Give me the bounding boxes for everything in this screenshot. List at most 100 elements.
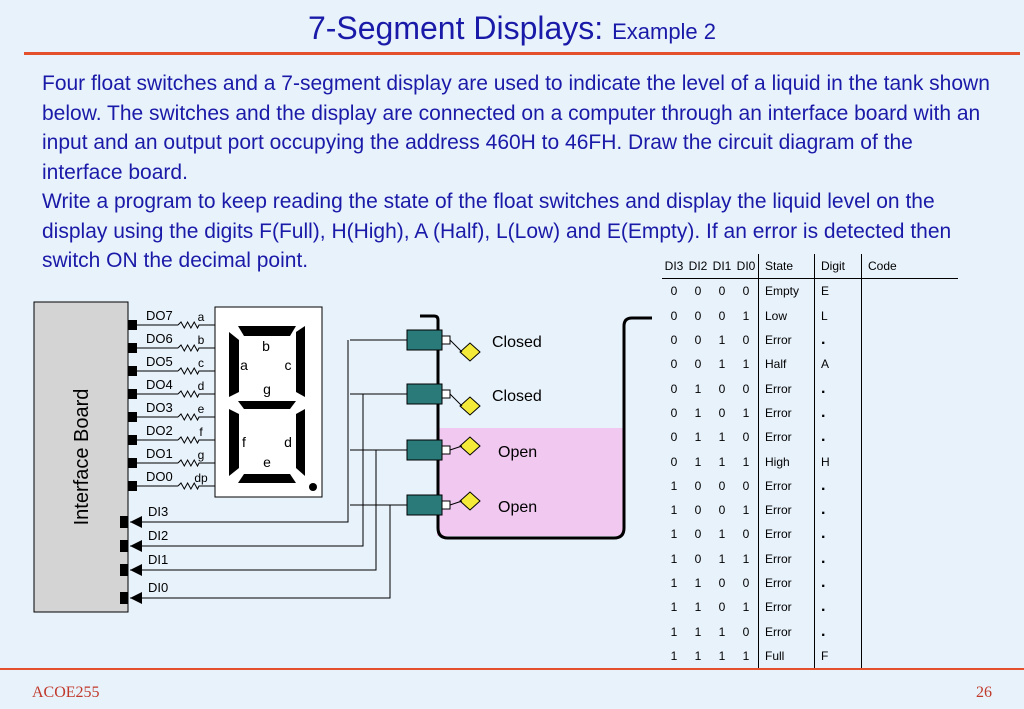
bit-cell: 1 <box>742 648 750 663</box>
bit-cell: 1 <box>670 503 678 518</box>
problem-paragraph-2: Write a program to keep reading the stat… <box>42 190 952 272</box>
digit-cell: . <box>814 473 862 498</box>
switch-hinge <box>441 389 451 399</box>
segment-pin-label: g <box>198 448 205 462</box>
bit-cell: 0 <box>694 308 702 323</box>
bit-cell: 0 <box>742 333 750 348</box>
slide-title: 7-Segment Displays: Example 2 <box>0 10 1024 47</box>
output-label: DO6 <box>146 331 173 346</box>
state-cell: Error <box>758 376 815 401</box>
segment-pin-label: a <box>198 310 205 324</box>
bit-cell: 0 <box>694 503 702 518</box>
footer-course: ACOE255 <box>32 684 100 701</box>
output-label: DO0 <box>146 469 173 484</box>
input-pin <box>120 592 128 604</box>
seg-label-d: d <box>284 434 292 450</box>
title-main: 7-Segment Displays: <box>307 10 604 46</box>
bit-cell: 0 <box>670 333 678 348</box>
bit-cell: 1 <box>718 430 726 445</box>
bit-cell: 1 <box>694 381 702 396</box>
top-divider <box>24 52 1020 55</box>
seg-label-g: g <box>263 381 271 397</box>
header-digit: Digit <box>814 254 862 280</box>
wire-di1 <box>130 450 377 571</box>
state-cell: Error <box>758 497 815 523</box>
segment-g-bar <box>238 401 296 409</box>
bit-cell: 0 <box>670 381 678 396</box>
bit-cell: 1 <box>718 333 726 348</box>
switch-state-label: Open <box>498 499 537 516</box>
bit-cell: 1 <box>670 648 678 663</box>
bit-cell: 1 <box>742 503 750 518</box>
float-switch-body <box>406 383 443 405</box>
resistor <box>177 343 215 353</box>
code-cell <box>861 327 958 353</box>
interface-board-label: Interface Board <box>71 389 93 526</box>
bit-cell: 1 <box>670 551 678 566</box>
code-cell <box>861 619 958 644</box>
bit-cell: 1 <box>694 600 702 615</box>
bit-cell: 0 <box>742 624 750 639</box>
bit-cell: 1 <box>718 551 726 566</box>
digit-cell: . <box>814 619 862 644</box>
digit-cell: F <box>814 643 862 669</box>
bit-cell: 0 <box>718 600 726 615</box>
output-pin <box>128 435 137 445</box>
float-switch-body <box>406 329 443 351</box>
seg-label-a: a <box>240 357 248 373</box>
header-code: Code <box>861 254 958 280</box>
digit-cell: . <box>814 327 862 353</box>
bit-cell: 0 <box>718 284 726 299</box>
input-label: DI3 <box>148 504 168 519</box>
bit-cell: 0 <box>718 381 726 396</box>
segment-pin-label: e <box>198 402 205 416</box>
footer-page-number: 26 <box>976 684 992 701</box>
bit-cell: 0 <box>742 381 750 396</box>
digit-cell: . <box>814 522 862 547</box>
bit-cell: 1 <box>742 551 750 566</box>
bit-cell: 1 <box>670 600 678 615</box>
digit-cell: E <box>814 278 862 304</box>
output-pin <box>128 481 137 491</box>
code-cell <box>861 595 958 620</box>
decimal-point-dot <box>309 483 317 491</box>
bit-cell: 0 <box>742 576 750 590</box>
header-di2: DI2 <box>686 254 710 280</box>
bit-cell: 0 <box>670 357 678 372</box>
segment-a-bar <box>238 326 296 336</box>
float-arm <box>449 445 463 451</box>
bit-cell: 1 <box>718 454 726 469</box>
segment-pin-label: f <box>199 425 203 439</box>
wire-di0 <box>130 505 391 599</box>
code-cell <box>861 425 958 450</box>
state-cell: Error <box>758 522 815 547</box>
interface-board <box>33 301 129 613</box>
tank-walls <box>420 314 652 540</box>
state-cell: Error <box>758 595 815 620</box>
bit-cell: 1 <box>670 478 678 493</box>
seg-label-f: f <box>242 434 246 450</box>
bit-cell: 1 <box>670 527 678 542</box>
code-cell <box>861 497 958 523</box>
bit-cell: 0 <box>694 284 702 299</box>
output-pin <box>128 320 137 330</box>
input-label: DI1 <box>148 552 168 567</box>
bit-cell: 1 <box>694 624 702 639</box>
header-di1: DI1 <box>710 254 734 280</box>
bit-cell: 1 <box>694 454 702 469</box>
digit-cell: . <box>814 376 862 401</box>
output-label: DO1 <box>146 446 173 461</box>
segment-f-top-bar <box>229 332 239 397</box>
float-arm <box>449 339 463 353</box>
code-cell <box>861 473 958 498</box>
